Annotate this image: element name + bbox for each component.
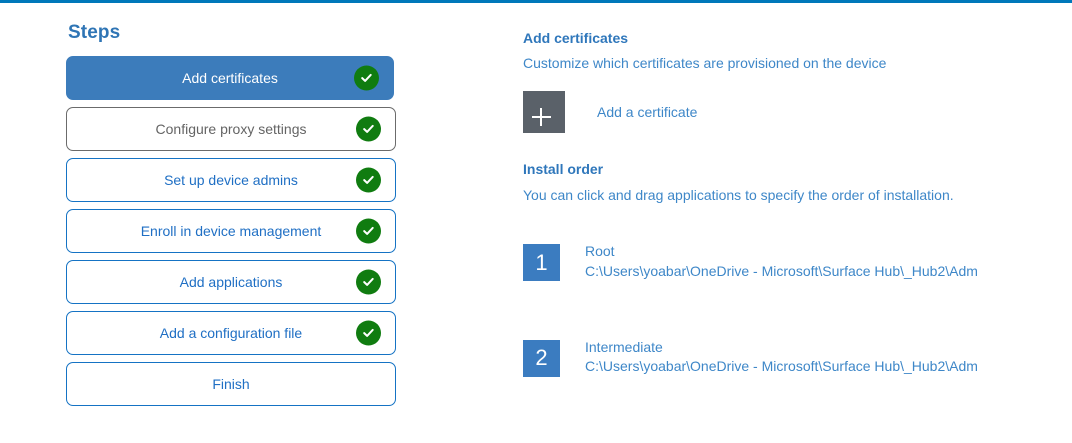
order-item-text: Root C:\Users\yoabar\OneDrive - Microsof… <box>585 242 978 281</box>
steps-heading: Steps <box>68 22 121 43</box>
add-certificate-row[interactable]: Add a certificate <box>523 90 1072 133</box>
step-label: Finish <box>212 376 250 392</box>
step-label: Configure proxy settings <box>155 121 307 137</box>
install-order-subtitle: You can click and drag applications to s… <box>523 187 954 204</box>
step-button-finish[interactable]: Finish <box>66 362 396 406</box>
step-label: Set up device admins <box>164 172 298 188</box>
install-order-item[interactable]: 2 Intermediate C:\Users\yoabar\OneDrive … <box>523 338 1072 377</box>
install-order-heading: Install order <box>523 160 604 177</box>
detail-heading: Add certificates <box>523 30 629 46</box>
check-circle-icon <box>356 167 381 193</box>
install-order-item[interactable]: 1 Root C:\Users\yoabar\OneDrive - Micros… <box>523 242 1072 282</box>
order-item-path: C:\Users\yoabar\OneDrive - Microsoft\Sur… <box>585 358 978 375</box>
check-circle-icon <box>356 218 381 244</box>
check-circle-icon <box>354 65 379 91</box>
step-label: Add certificates <box>182 70 278 86</box>
order-item-text: Intermediate C:\Users\yoabar\OneDrive - … <box>585 338 978 377</box>
detail-subtitle: Customize which certificates are provisi… <box>523 54 887 71</box>
add-certificate-label[interactable]: Add a certificate <box>597 103 698 120</box>
step-button-add-certificates[interactable]: Add certificates <box>66 56 394 100</box>
order-item-path: C:\Users\yoabar\OneDrive - Microsoft\Sur… <box>585 262 978 279</box>
install-order-list: 1 Root C:\Users\yoabar\OneDrive - Micros… <box>523 242 1072 377</box>
check-circle-icon <box>356 269 381 295</box>
step-button-configure-proxy-settings[interactable]: Configure proxy settings <box>66 107 396 151</box>
install-order-section: Install order You can click and drag app… <box>523 161 1072 377</box>
plus-icon[interactable] <box>523 90 565 133</box>
check-circle-icon <box>356 116 381 142</box>
step-button-add-applications[interactable]: Add applications <box>66 260 396 304</box>
order-item-name: Root <box>585 243 615 260</box>
top-accent-bar <box>0 0 1072 3</box>
step-button-enroll-in-device-management[interactable]: Enroll in device management <box>66 209 396 253</box>
steps-panel: Steps Add certificates Configure proxy s… <box>66 22 406 413</box>
step-label: Add a configuration file <box>159 325 303 341</box>
step-button-add-a-configuration-file[interactable]: Add a configuration file <box>66 311 396 355</box>
step-button-set-up-device-admins[interactable]: Set up device admins <box>66 158 396 202</box>
check-circle-icon <box>356 320 381 346</box>
order-number-badge: 2 <box>523 339 560 377</box>
detail-panel: Add certificates Customize which certifi… <box>523 30 1072 435</box>
order-number-badge: 1 <box>523 244 560 282</box>
step-label: Enroll in device management <box>140 223 322 239</box>
step-label: Add applications <box>179 274 283 290</box>
order-item-name: Intermediate <box>585 338 663 355</box>
